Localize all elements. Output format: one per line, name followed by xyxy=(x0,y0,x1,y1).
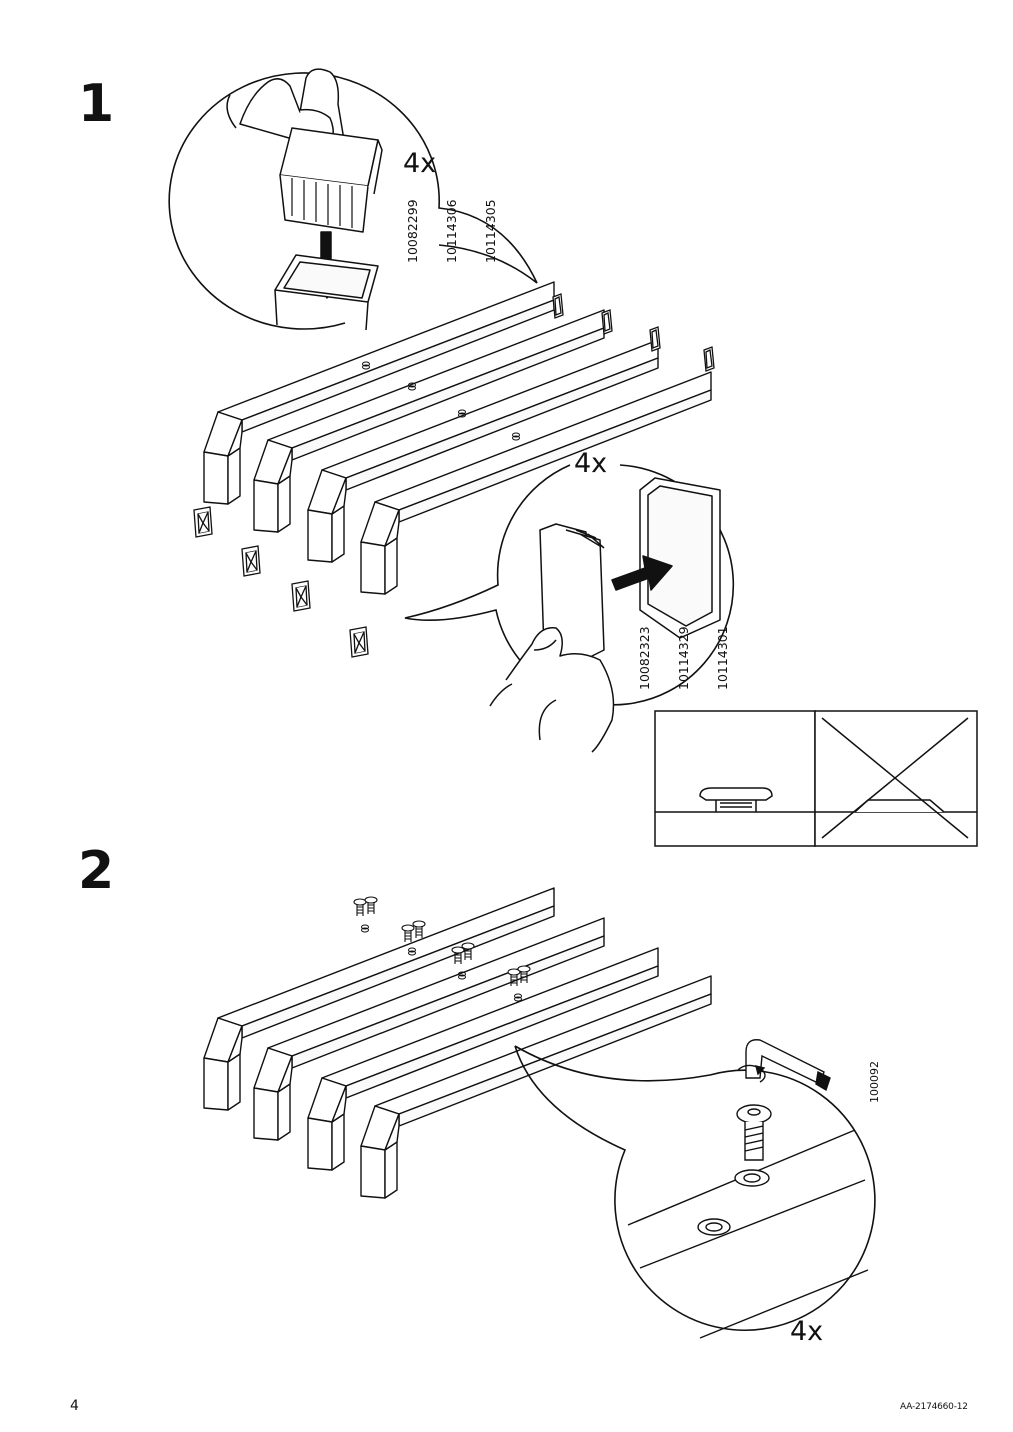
article-number: 10114301 xyxy=(715,626,730,690)
article-number: 10114329 xyxy=(676,626,691,690)
document-code: AA-2174660-12 xyxy=(900,1402,968,1412)
quantity-label-top: 4x xyxy=(403,148,437,179)
hand-inserting-cap-bottom xyxy=(489,477,721,753)
article-number: 10082323 xyxy=(637,626,652,690)
quantity-label-step2: 4x xyxy=(790,1316,824,1347)
page-number: 4 xyxy=(70,1398,79,1414)
callout-circle-step2 xyxy=(514,1045,876,1332)
step-number-2: 2 xyxy=(78,841,115,901)
frames-step2 xyxy=(203,887,712,1199)
inset-wrong xyxy=(814,710,978,847)
article-numbers-bottom: 10082323 10114329 10114301 xyxy=(612,626,742,690)
article-number: 10114305 xyxy=(483,199,498,263)
step-number-1: 1 xyxy=(78,74,115,134)
frames-step1 xyxy=(203,281,712,595)
quantity-label-bottom: 4x xyxy=(574,448,608,479)
inset-correct xyxy=(654,710,816,847)
hand-inserting-cap-top xyxy=(226,68,383,331)
article-numbers-top: 10082299 10114306 10114305 xyxy=(380,199,510,263)
tool-article-number: 100092 xyxy=(842,1061,894,1103)
article-number: 100092 xyxy=(868,1061,881,1103)
bolt-detail-step2 xyxy=(627,1039,869,1339)
article-number: 10114306 xyxy=(444,199,459,263)
article-number: 10082299 xyxy=(405,199,420,263)
